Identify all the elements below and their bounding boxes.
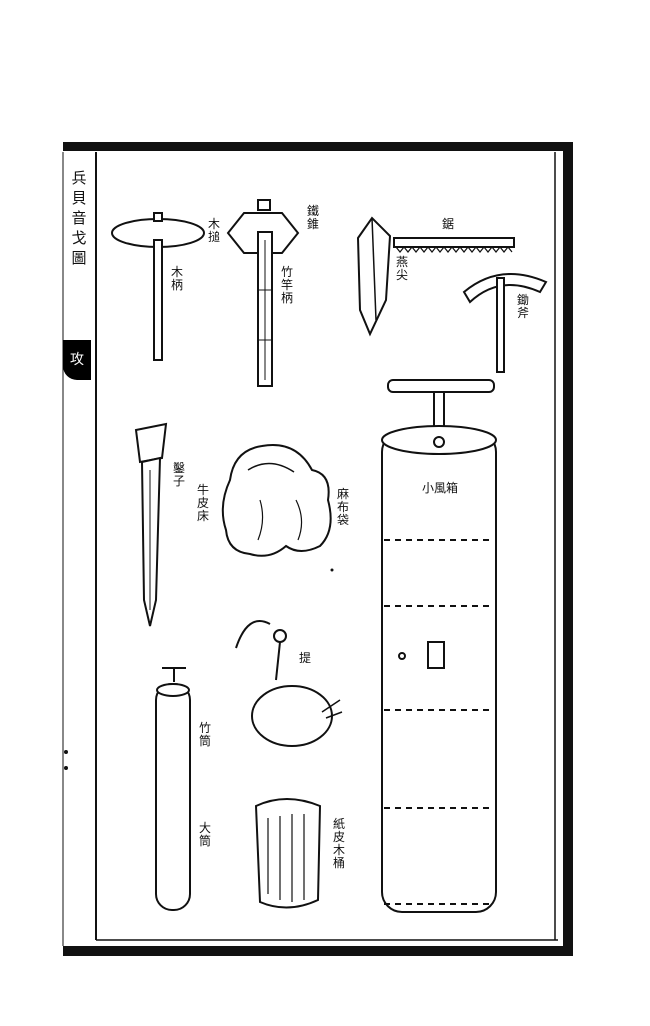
swallow-tip-chisel xyxy=(356,216,392,337)
chisel xyxy=(134,422,168,627)
side-title-char: 貝 xyxy=(71,189,87,207)
label-yan-jian: 燕尖 xyxy=(395,255,408,282)
side-title-char: 音 xyxy=(71,209,87,227)
label-mu-bing: 木柄 xyxy=(170,265,183,292)
pick-axe xyxy=(462,273,548,373)
lifting-hook xyxy=(235,620,343,747)
iron-awl xyxy=(226,199,300,387)
saw xyxy=(393,237,515,253)
label-zhu-tong: 竹筒 xyxy=(198,721,211,748)
label-xiao-yan-xiang: 小風箱 xyxy=(421,481,458,495)
margin-specks xyxy=(64,568,334,770)
cowhide-and-sack xyxy=(221,444,332,557)
label-ti: 提 xyxy=(298,651,311,665)
label-tie-zhui: 鐵錐 xyxy=(306,204,319,231)
label-zhi-pi-mu-tong: 紙皮木桶 xyxy=(332,817,345,870)
label-zhao-zi: 鑿子 xyxy=(172,461,185,488)
side-title-char: 兵 xyxy=(71,169,87,187)
page-frame xyxy=(62,142,573,956)
side-title-char: 圖 xyxy=(71,249,87,267)
wooden-mallet xyxy=(111,212,205,361)
label-niu-pi-chuang: 牛皮床 xyxy=(196,483,209,523)
label-zhu-gan-bing: 竹竿柄 xyxy=(280,265,293,305)
label-ju: 鋸 xyxy=(441,217,454,231)
bamboo-tube xyxy=(155,667,191,911)
paper-wood-bucket xyxy=(254,798,322,909)
small-bellows xyxy=(381,379,497,913)
label-da-tong: 大筒 xyxy=(198,821,211,848)
side-title: 兵 貝 音 戈 圖 xyxy=(70,168,88,268)
label-chu-fu: 鋤斧 xyxy=(516,293,529,320)
side-title-char: 戈 xyxy=(71,229,87,247)
label-mu-chui: 木搥 xyxy=(207,217,220,244)
chapter-tab: 攻 xyxy=(63,340,91,380)
label-ma-bu-dai: 麻布袋 xyxy=(336,487,349,527)
